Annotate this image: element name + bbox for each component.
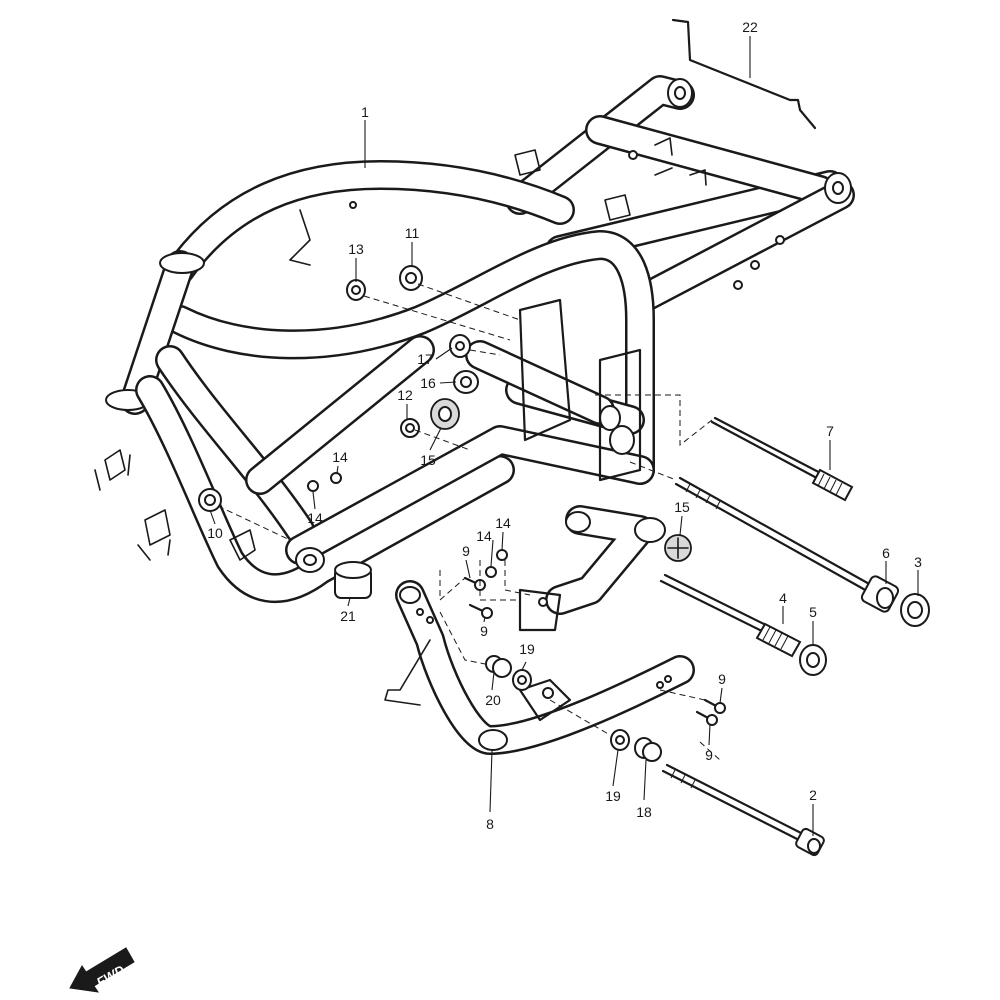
part-7-bolt [710, 416, 854, 502]
callout-1: 1 [361, 104, 369, 120]
callout-9d: 9 [705, 747, 713, 763]
part-5-nut [799, 644, 827, 676]
callout-7: 7 [826, 423, 834, 439]
callout-3: 3 [914, 554, 922, 570]
callout-14b: 14 [307, 510, 323, 526]
part-6-bolt [674, 476, 900, 613]
part-19-washer-b [610, 729, 630, 751]
callout-11: 11 [405, 225, 420, 241]
part-17-bushing [449, 334, 471, 358]
part-14-nut-d [496, 549, 508, 561]
part-2-bolt [661, 763, 825, 857]
part-16-washer [453, 370, 479, 394]
part-14-nut-a [330, 472, 342, 484]
callout-5: 5 [809, 604, 817, 620]
part-9-screw-d [695, 710, 718, 726]
callout-14d: 14 [495, 515, 511, 531]
callout-9c: 9 [718, 671, 726, 687]
callout-20: 20 [485, 692, 501, 708]
swingarm-bracket [518, 505, 666, 632]
part-15-cap-lower [664, 534, 692, 562]
assembly-lines [217, 283, 721, 761]
part-8-lower-frame [384, 580, 695, 755]
part-3-nut [900, 593, 930, 627]
main-frame [94, 75, 855, 603]
callout-8: 8 [486, 816, 494, 832]
part-12-nut [400, 418, 420, 438]
part-9-screw-a [463, 576, 486, 591]
part-22-wire [671, 18, 817, 130]
part-11-bushing [399, 265, 423, 291]
leader-lines [209, 36, 919, 836]
part-18-collar [634, 737, 662, 762]
callout-14c: 14 [476, 528, 492, 544]
part-10-bushing [198, 488, 222, 512]
callout-labels: 1 2 3 4 5 6 7 8 9 9 9 9 10 11 12 13 14 1… [207, 19, 922, 832]
fwd-direction-badge: FWD [69, 947, 135, 993]
part-14-nut-c [485, 566, 497, 578]
part-9-screw-b [468, 603, 493, 619]
callout-2: 2 [809, 787, 817, 803]
callout-6: 6 [882, 545, 890, 561]
callout-13: 13 [348, 241, 364, 257]
callout-4: 4 [779, 590, 787, 606]
callout-9a: 9 [462, 543, 470, 559]
part-9-screw-c [703, 698, 726, 714]
callout-15a: 15 [420, 452, 436, 468]
callout-14a: 14 [332, 449, 348, 465]
callout-17: 17 [417, 351, 433, 367]
part-4-bolt [659, 573, 802, 658]
part-21-spacer [334, 561, 372, 599]
callout-18: 18 [636, 804, 652, 820]
callout-10: 10 [207, 525, 223, 541]
callout-22: 22 [742, 19, 758, 35]
callout-21: 21 [340, 608, 356, 624]
callout-19b: 19 [605, 788, 621, 804]
part-19-washer-a [512, 669, 532, 691]
callout-16: 16 [420, 375, 436, 391]
fwd-arrow-icon [69, 947, 135, 993]
callout-12: 12 [397, 387, 413, 403]
callout-9b: 9 [480, 623, 488, 639]
part-13-bushing [346, 279, 366, 301]
part-14-nut-b [307, 480, 319, 492]
part-15-cap-upper [430, 398, 460, 430]
callout-15b: 15 [674, 499, 690, 515]
part-20-collar [485, 655, 512, 678]
callout-19a: 19 [519, 641, 535, 657]
